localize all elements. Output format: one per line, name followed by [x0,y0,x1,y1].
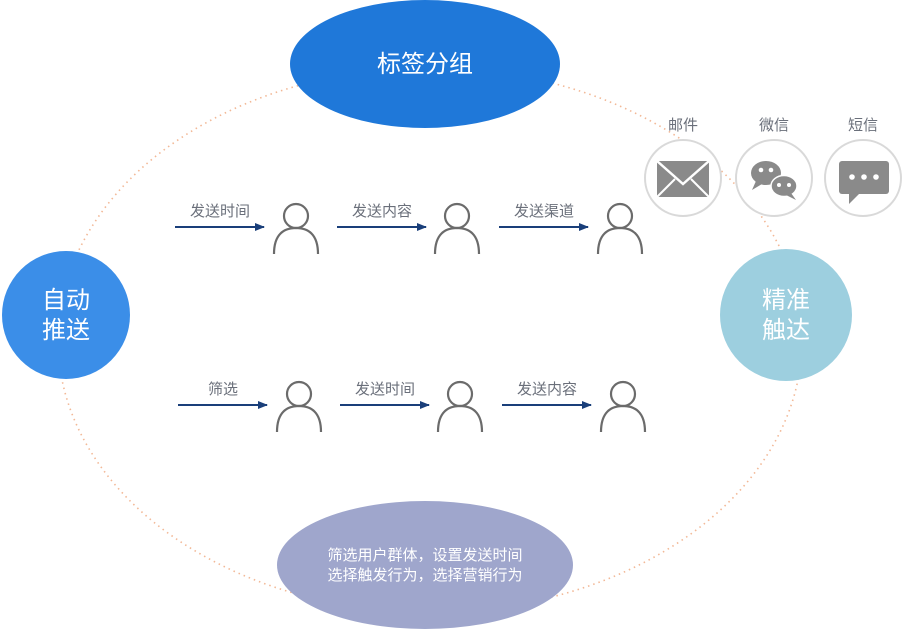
sms-bubble-icon [839,161,889,204]
wechat-channel-label: 微信 [758,116,789,134]
wechat-channel-icon-circle [735,139,813,217]
tag-group-label: 标签分组 [377,50,473,78]
email-channel-label: 邮件 [667,116,698,134]
row2-flow-label-3: 发送内容 [516,380,577,398]
email-channel-icon-circle [644,139,722,217]
precise-reach-label-line1: 精准 [762,286,810,314]
row1-person-icon-3 [596,202,644,256]
envelope-icon [656,160,710,198]
sms-channel-icon-circle [824,139,902,217]
row1-person-icon-1 [272,202,320,256]
row2-person-icon-1 [275,380,323,434]
wechat-icon [751,161,798,200]
precise-reach-node [720,249,852,381]
row1-flow-label-3: 发送渠道 [513,202,574,220]
auto-push-label-line1: 自动 [42,286,90,314]
precise-reach-label-line2: 触达 [762,316,810,344]
row1-flow-label-1: 发送时间 [189,202,250,220]
tag-group-node [290,0,560,128]
filter-settings-label-line1: 筛选用户群体，设置发送时间 [327,546,523,564]
auto-push-label-line2: 推送 [42,316,90,344]
filter-settings-label-line2: 选择触发行为，选择营销行为 [327,566,523,584]
auto-push-node [2,251,130,379]
row2-flow-label-2: 发送时间 [354,380,415,398]
row1-person-icon-2 [433,202,481,256]
row2-flow-label-1: 筛选 [207,380,238,398]
row1-flow-label-2: 发送内容 [351,202,412,220]
row2-person-icon-3 [599,380,647,434]
sms-channel-label: 短信 [847,116,878,134]
row2-person-icon-2 [436,380,484,434]
filter-settings-node [277,501,573,629]
